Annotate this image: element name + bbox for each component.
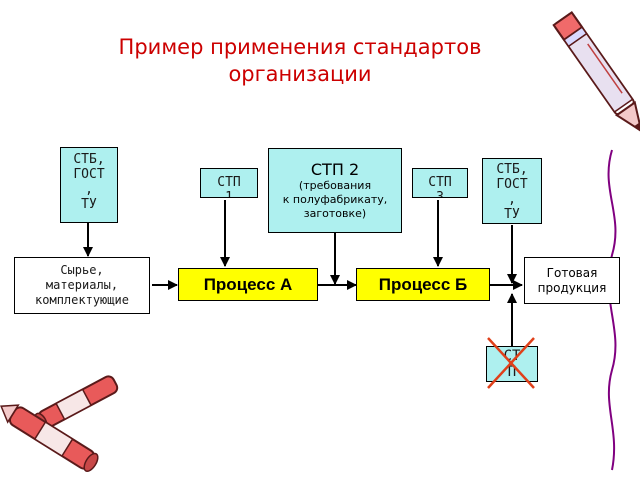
box-line: Готовая: [546, 265, 598, 280]
title-line-2: организации: [228, 62, 372, 86]
box-line: СТ: [503, 348, 521, 364]
box-line: СТП: [217, 175, 241, 190]
box-line: (требования: [298, 179, 372, 192]
stp2-title: СТП 2: [310, 160, 360, 179]
crayon-icon: [0, 404, 99, 473]
box-line: заготовке): [303, 207, 367, 220]
pencil-icon: [552, 11, 640, 134]
box-line: Сырье,: [60, 263, 104, 277]
raw-materials-box: Сырье, материалы, комплектующие: [14, 257, 150, 314]
box-line: ГОСТ: [73, 167, 105, 182]
box-line: к полуфабрикату,: [282, 193, 388, 206]
box-line: СТБ,: [73, 152, 105, 167]
stb-gost-tu-left-box: СТБ, ГОСТ , ТУ: [60, 147, 118, 223]
process-a-box: Процесс А: [178, 268, 318, 301]
box-line: П: [507, 364, 517, 380]
stp2-box: СТП 2 (требования к полуфабрикату, загот…: [268, 148, 402, 233]
box-line: 1: [225, 190, 233, 198]
slide-title: Пример применения стандартов организации: [60, 34, 540, 88]
box-line: комплектующие: [35, 293, 129, 307]
box-line: СТБ,: [496, 162, 528, 177]
box-line: ТУ: [504, 207, 520, 222]
box-line: 3: [436, 190, 444, 198]
box-line: материалы,: [45, 278, 119, 292]
box-line: ТУ: [81, 197, 97, 212]
stp1-box: СТП 1: [200, 168, 258, 198]
title-line-1: Пример применения стандартов: [118, 35, 482, 59]
decorative-border-line: [607, 149, 617, 471]
box-line: СТП: [428, 175, 452, 190]
stp-crossed-box: СТ П: [486, 346, 538, 382]
box-line: ГОСТ: [496, 177, 528, 192]
stp3-box: СТП 3: [412, 168, 468, 198]
box-line: ,: [85, 182, 93, 197]
box-line: продукция: [537, 280, 607, 295]
stb-gost-tu-right-box: СТБ, ГОСТ , ТУ: [482, 158, 542, 224]
process-b-box: Процесс Б: [356, 268, 490, 301]
box-line: ,: [508, 192, 516, 207]
finished-product-box: Готовая продукция: [524, 257, 620, 304]
